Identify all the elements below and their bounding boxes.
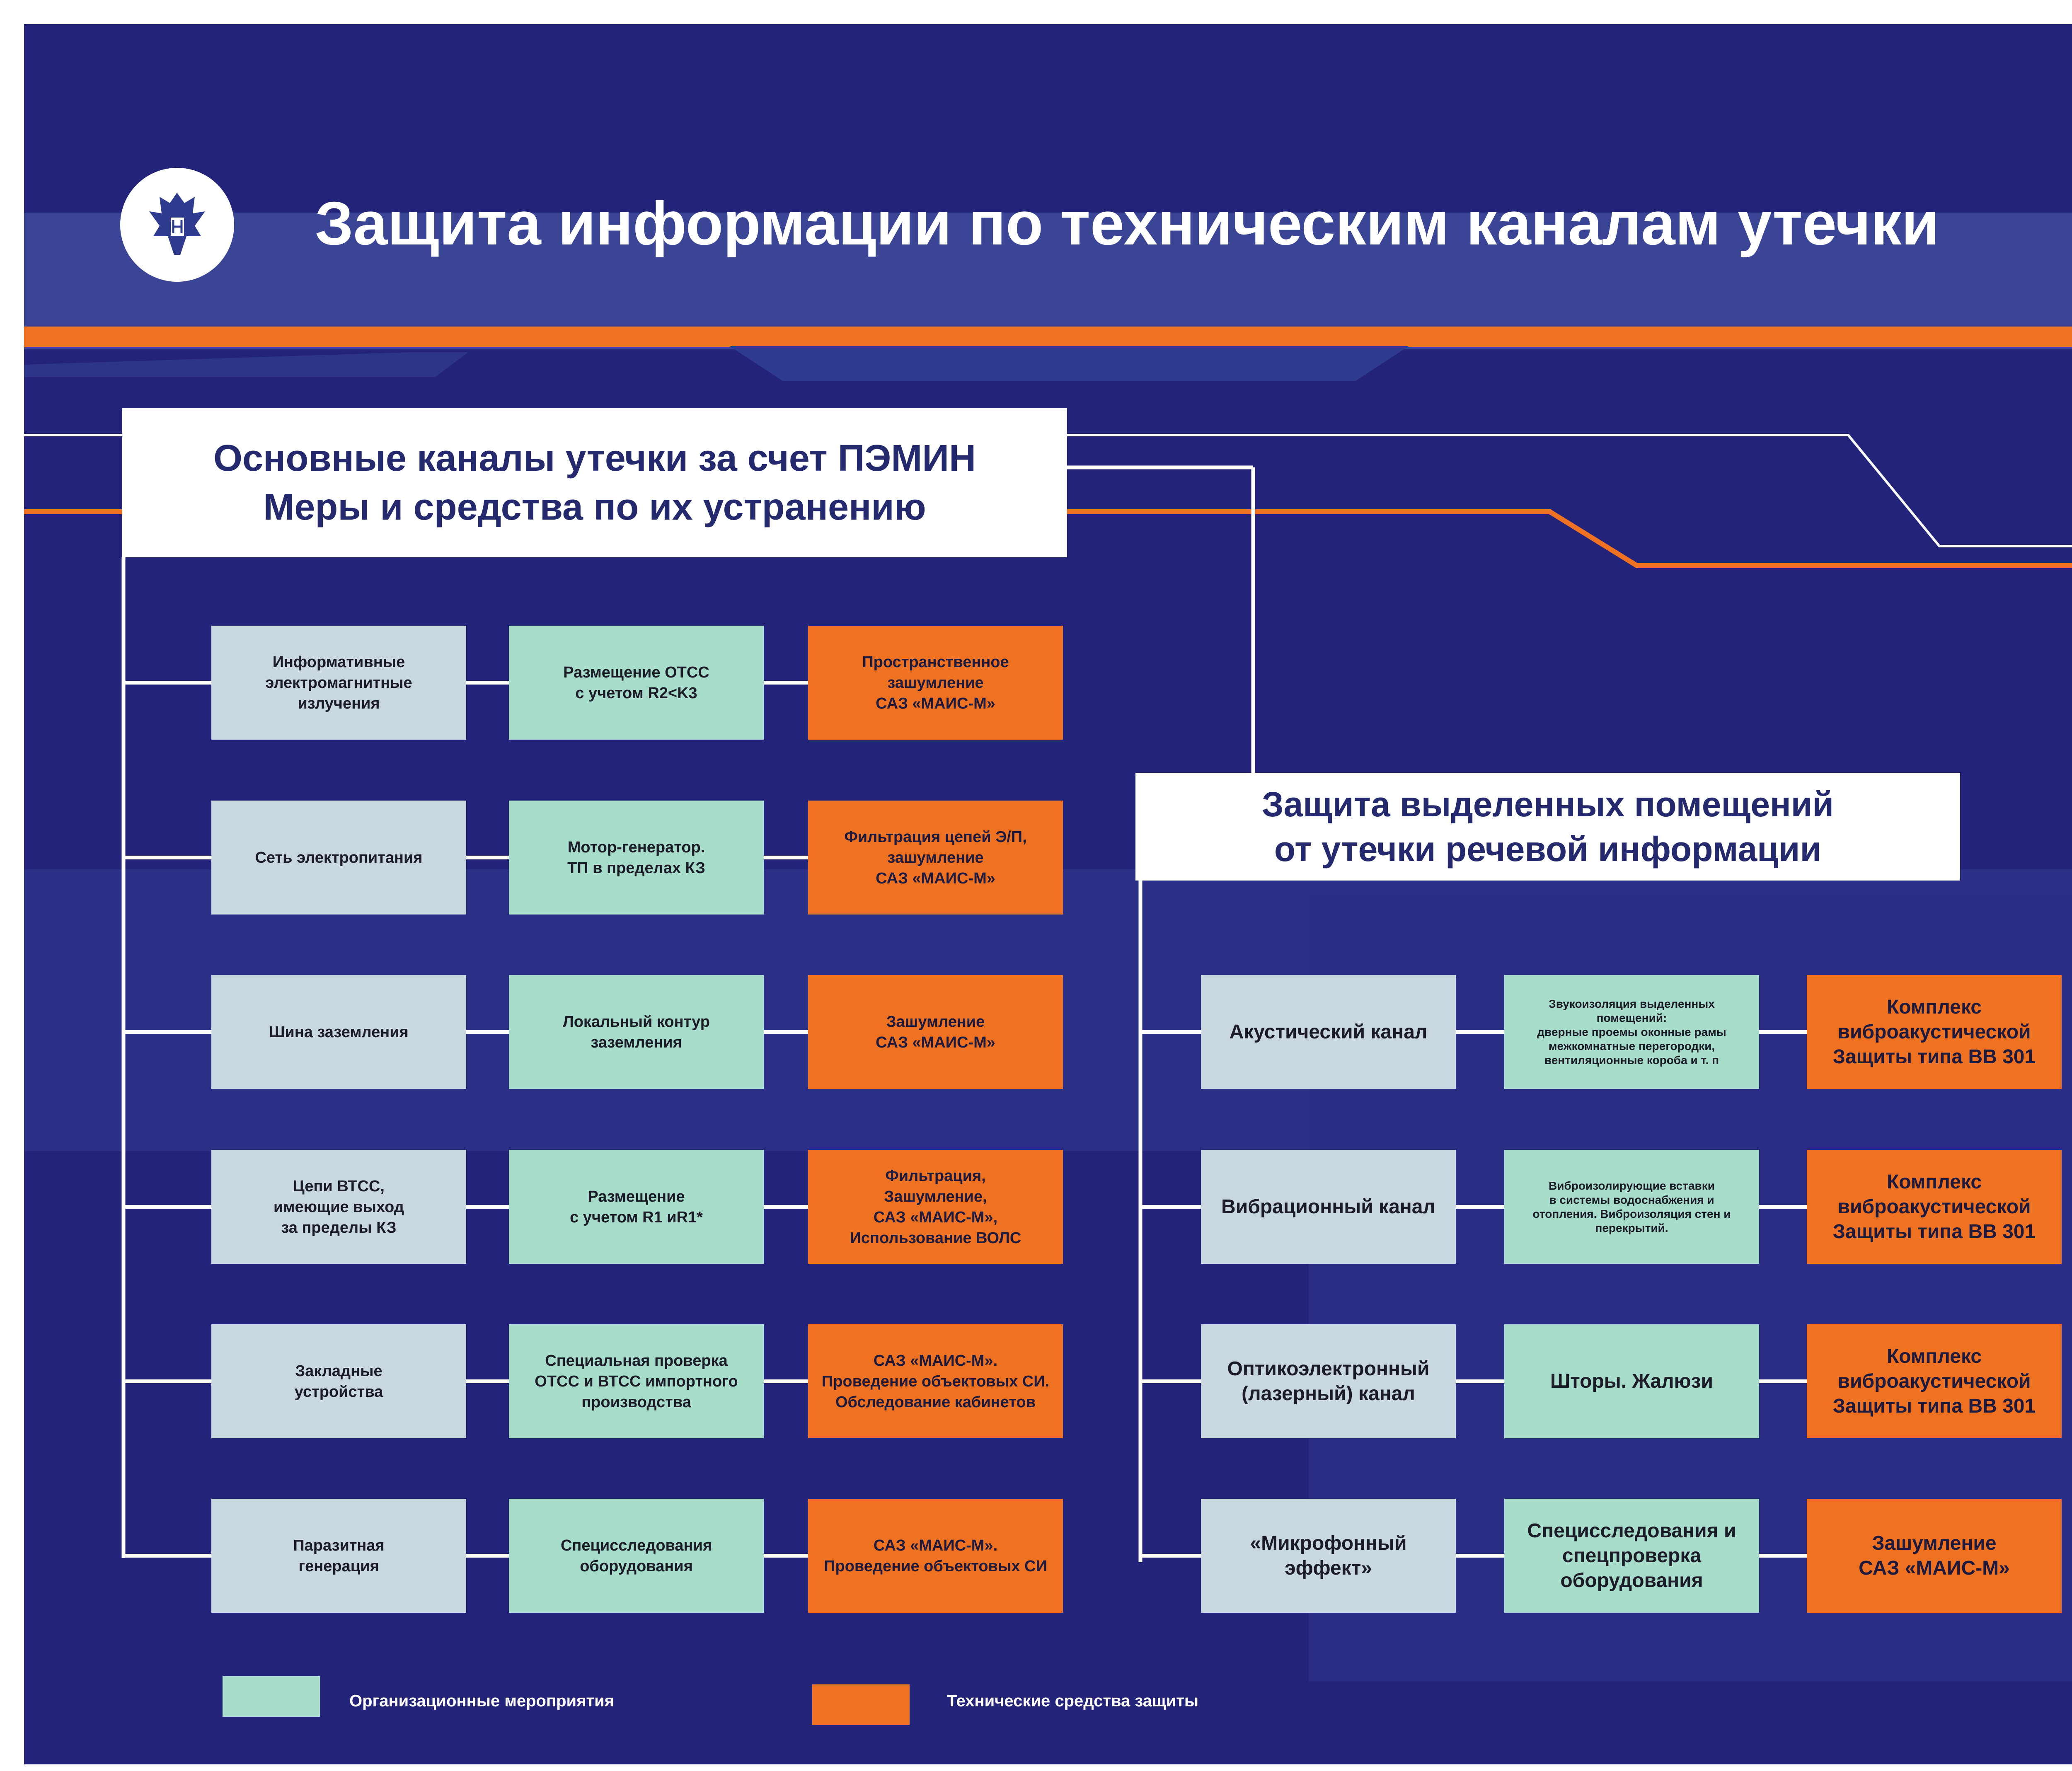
- speech-measure-box: Шторы. Жалюзи: [1504, 1324, 1759, 1438]
- speech-header-line1: Защита выделенных помещений: [1261, 785, 1834, 824]
- pemin-measure-box: Специальная проверка ОТСС и ВТСС импортн…: [509, 1324, 764, 1438]
- pemin-measure-box: Локальный контур заземления: [509, 975, 764, 1089]
- speech-header: Защита выделенных помещений от утечки ре…: [1135, 773, 1960, 881]
- legend-organizational-label: Организационные мероприятия: [349, 1692, 615, 1710]
- pemin-tech-box: Фильтрация, Зашумление, САЗ «МАИС-М», Ис…: [808, 1150, 1063, 1264]
- pemin-tech-box: САЗ «МАИС-М». Проведение объектовых СИ: [808, 1499, 1063, 1613]
- eagle-emblem-icon: [149, 193, 205, 255]
- legend-technical-swatch: [812, 1684, 910, 1725]
- speech-tech-box: Зашумление САЗ «МАИС-М»: [1807, 1499, 2062, 1613]
- pemin-header: Основные каналы утечки за счет ПЭМИН Мер…: [122, 408, 1067, 557]
- speech-measure-box: Виброизолирующие вставки в системы водос…: [1504, 1150, 1759, 1264]
- pemin-channel-box: Сеть электропитания: [211, 801, 466, 915]
- orange-stripe: [24, 327, 2072, 347]
- speech-channel-box: Оптикоэлектронный (лазерный) канал: [1201, 1324, 1456, 1438]
- pemin-header-line1: Основные каналы утечки за счет ПЭМИН: [213, 438, 976, 479]
- pemin-measure-box: Размещение с учетом R1 иR1*: [509, 1150, 764, 1264]
- pemin-tech-box: Фильтрация цепей Э/П, зашумление САЗ «МА…: [808, 801, 1063, 915]
- legend-technical-label: Технические средства защиты: [947, 1692, 1199, 1710]
- circuit-plate: [24, 352, 468, 377]
- pemin-tech-box: Зашумление САЗ «МАИС-М»: [808, 975, 1063, 1089]
- pemin-channel-box: Шина заземления: [211, 975, 466, 1089]
- legend-organizational-swatch: [223, 1676, 320, 1717]
- pemin-channel-box: Паразитная генерация: [211, 1499, 466, 1613]
- emblem-logo: [120, 168, 234, 282]
- pemin-channel-box: Информативные электромагнитные излучения: [211, 626, 466, 740]
- pemin-tech-box: Пространственное зашумление САЗ «МАИС-М»: [808, 626, 1063, 740]
- pemin-channel-box: Закладные устройства: [211, 1324, 466, 1438]
- pemin-header-line2: Меры и средства по их устранению: [263, 486, 926, 528]
- pemin-measure-box: Мотор-генератор. ТП в пределах КЗ: [509, 801, 764, 915]
- speech-channel-box: «Микрофонный эффект»: [1201, 1499, 1456, 1613]
- page-title: Защита информации по техническим каналам…: [315, 189, 1939, 258]
- speech-measure-box: Звукоизоляция выделенных помещений: двер…: [1504, 975, 1759, 1089]
- speech-tech-box: Комплекс виброакустической Защиты типа В…: [1807, 1324, 2062, 1438]
- pemin-tech-box: САЗ «МАИС-М». Проведение объектовых СИ. …: [808, 1324, 1063, 1438]
- speech-tech-box: Комплекс виброакустической Защиты типа В…: [1807, 975, 2062, 1089]
- pemin-measure-box: Размещение ОТСС с учетом R2<K3: [509, 626, 764, 740]
- registered-mark: ®: [206, 178, 215, 191]
- circuit-plate: [729, 346, 1409, 381]
- speech-channel-box: Акустический канал: [1201, 975, 1456, 1089]
- speech-channel-box: Вибрационный канал: [1201, 1150, 1456, 1264]
- speech-measure-box: Специсследования и спецпроверка оборудов…: [1504, 1499, 1759, 1613]
- speech-tech-box: Комплекс виброакустической Защиты типа В…: [1807, 1150, 2062, 1264]
- speech-header-line2: от утечки речевой информации: [1274, 830, 1822, 869]
- pemin-channel-box: Цепи ВТСС, имеющие выход за пределы КЗ: [211, 1150, 466, 1264]
- pemin-measure-box: Специсследования оборудования: [509, 1499, 764, 1613]
